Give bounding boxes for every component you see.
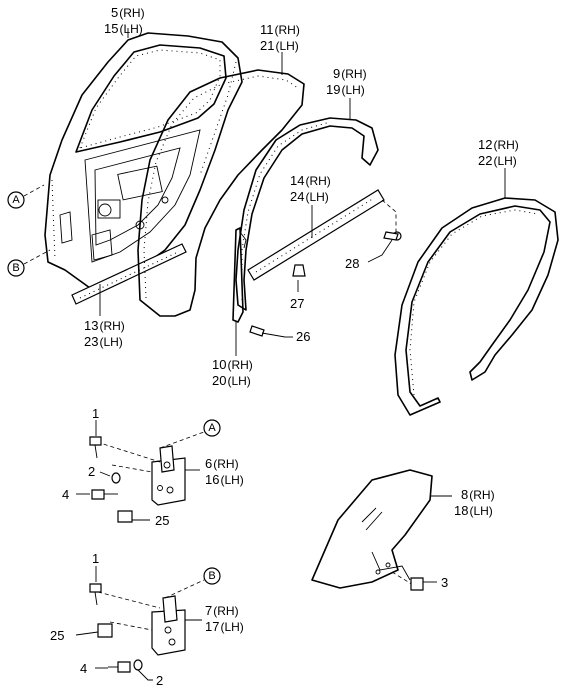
- svg-text:11(RH): 11(RH): [260, 22, 300, 37]
- clip-27: [292, 264, 306, 277]
- hinge-upper: [96, 431, 205, 506]
- bolt-1-upper: [89, 436, 102, 459]
- svg-text:24(LH): 24(LH): [290, 189, 329, 204]
- label-num: 15: [104, 21, 118, 36]
- bolt-1-lower: [89, 583, 102, 606]
- svg-text:21(LH): 21(LH): [260, 38, 299, 53]
- label-10-20: 10(RH) 20(LH): [212, 357, 253, 388]
- label-1-lower: 1: [92, 551, 99, 566]
- svg-text:15(LH): 15(LH): [104, 21, 143, 36]
- label-3: 3: [441, 575, 448, 590]
- label-4-upper: 4: [62, 487, 69, 502]
- fastener-28: [383, 231, 402, 241]
- svg-text:A: A: [12, 194, 20, 206]
- svg-text:25: 25: [155, 513, 169, 528]
- label-25-lower: 25: [50, 628, 64, 643]
- label-6-16: 6(RH) 16(LH): [205, 456, 244, 487]
- svg-text:7(RH): 7(RH): [205, 603, 239, 618]
- svg-text:1: 1: [92, 551, 99, 566]
- svg-text:27: 27: [290, 296, 304, 311]
- svg-text:9(RH): 9(RH): [333, 66, 367, 81]
- washer-2-lower: [133, 659, 143, 671]
- door-panel: [44, 32, 243, 289]
- washer-2-upper: [111, 472, 121, 484]
- body-weatherstrip: [394, 197, 559, 416]
- callout-b: B: [7, 249, 51, 277]
- label-14-24: 14(RH) 24(LH): [290, 173, 331, 204]
- svg-text:10(RH): 10(RH): [212, 357, 253, 372]
- svg-text:28: 28: [345, 256, 359, 271]
- label-1-upper: 1: [92, 406, 99, 421]
- svg-text:16(LH): 16(LH): [205, 472, 244, 487]
- door-weatherstrip: [137, 69, 305, 317]
- svg-text:3: 3: [441, 575, 448, 590]
- label-2-upper: 2: [88, 464, 95, 479]
- callout-a-hinge: A: [203, 419, 221, 437]
- clip-3: [410, 577, 424, 591]
- label-27: 27: [290, 296, 304, 311]
- svg-text:19(LH): 19(LH): [326, 82, 365, 97]
- belt-molding-upper: [247, 189, 397, 281]
- svg-text:8(RH): 8(RH): [461, 487, 495, 502]
- svg-text:26: 26: [296, 329, 310, 344]
- label-9-19: 9(RH) 19(LH): [326, 66, 367, 97]
- bolt-25-lower: [97, 623, 113, 638]
- svg-text:A: A: [208, 422, 216, 434]
- svg-text:5(RH): 5(RH): [111, 5, 145, 20]
- svg-text:B: B: [208, 570, 215, 582]
- bolt-4-lower: [108, 661, 131, 673]
- door-glass: [311, 469, 433, 589]
- svg-text:1: 1: [92, 406, 99, 421]
- division-channel: [232, 227, 247, 323]
- label-8-18: 8(RH) 18(LH): [454, 487, 495, 518]
- label-12-22: 12(RH) 22(LH): [478, 137, 519, 168]
- callout-a: A: [7, 184, 45, 209]
- label-7-17: 7(RH) 17(LH): [205, 603, 244, 634]
- svg-text:4: 4: [80, 661, 87, 676]
- label-num: 5: [111, 5, 118, 20]
- svg-text:6(RH): 6(RH): [205, 456, 239, 471]
- screw-26: [249, 325, 286, 338]
- label-13-23: 13(RH) 23(LH): [84, 318, 125, 349]
- svg-text:B: B: [12, 262, 19, 274]
- svg-text:14(RH): 14(RH): [290, 173, 331, 188]
- svg-text:23(LH): 23(LH): [84, 334, 123, 349]
- svg-text:2: 2: [156, 673, 163, 688]
- svg-text:13(RH): 13(RH): [84, 318, 125, 333]
- svg-text:4: 4: [62, 487, 69, 502]
- svg-text:12(RH): 12(RH): [478, 137, 519, 152]
- label-25-upper: 25: [155, 513, 169, 528]
- belt-molding-lower: [71, 243, 187, 305]
- svg-text:2: 2: [88, 464, 95, 479]
- label-5-15: 5(RH) 15(LH): [104, 5, 145, 36]
- svg-text:18(LH): 18(LH): [454, 503, 493, 518]
- svg-text:25: 25: [50, 628, 64, 643]
- svg-text:20(LH): 20(LH): [212, 373, 251, 388]
- label-26: 26: [296, 329, 310, 344]
- svg-text:22(LH): 22(LH): [478, 153, 517, 168]
- svg-text:17(LH): 17(LH): [205, 619, 244, 634]
- label-4-lower: 4: [80, 661, 87, 676]
- label-11-21: 11(RH) 21(LH): [260, 22, 300, 53]
- bolt-4-upper: [91, 489, 118, 500]
- callout-b-hinge: B: [203, 567, 221, 585]
- label-2-lower: 2: [156, 673, 163, 688]
- window-channel: [235, 117, 379, 311]
- bolt-25-upper: [117, 510, 133, 523]
- label-28: 28: [345, 256, 359, 271]
- hinge-lower: [97, 579, 205, 656]
